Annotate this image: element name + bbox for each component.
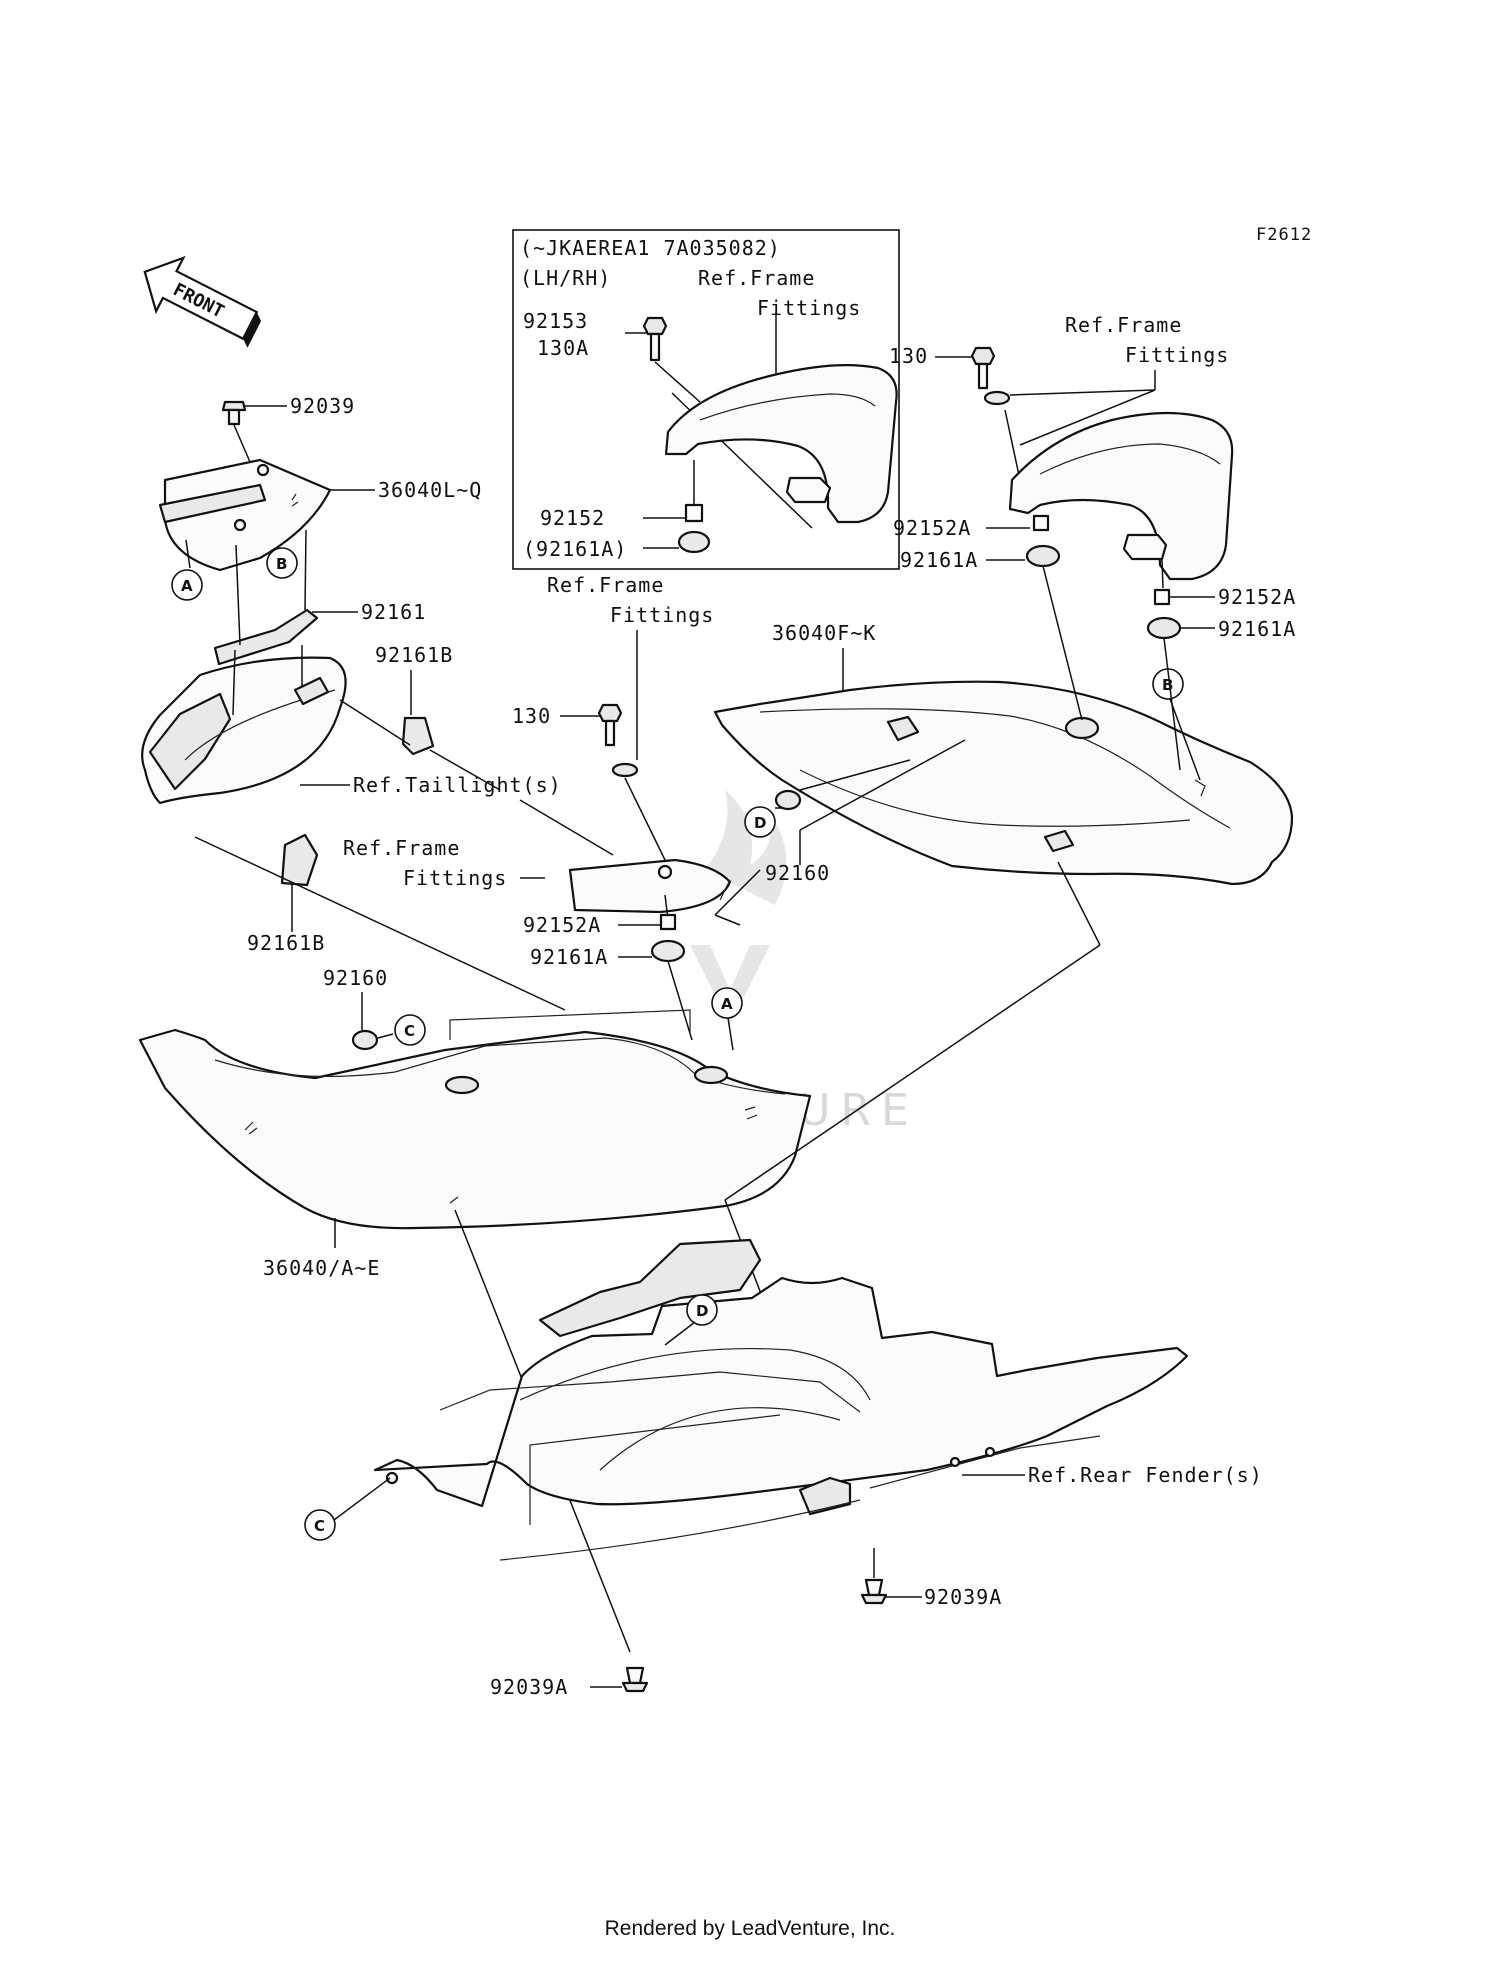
inset-side-note: (LH/RH)	[520, 266, 611, 290]
callout-C-lower-label: C	[314, 1517, 325, 1535]
grommet-92160-left-icon	[351, 1029, 379, 1051]
label-92160-left: 92160	[323, 966, 388, 990]
part-92161B-top	[401, 716, 435, 756]
front-arrow-icon: FRONT	[143, 255, 262, 348]
watermark-v-icon	[690, 945, 770, 1025]
label-ref-frame-mid-1: Ref.Frame	[343, 836, 460, 860]
inset-ref-frame-line1: Ref.Frame	[698, 266, 815, 290]
label-92152A-right2: 92152A	[1218, 585, 1296, 609]
callout-C-mid	[394, 1014, 426, 1046]
label-36040LQ: 36040L~Q	[378, 478, 482, 502]
label-36040AE: 36040/A~E	[263, 1256, 380, 1280]
inset-part-130A: 130A	[537, 336, 589, 360]
callout-D-lower	[686, 1294, 718, 1326]
washer-right-icon	[983, 390, 1011, 406]
part-grab-rail-right	[1008, 411, 1234, 581]
inset-part-92161A: (92161A)	[523, 537, 627, 561]
label-92161A-right2: 92161A	[1218, 617, 1296, 641]
inset-grommet-icon	[677, 530, 711, 554]
callout-B-upper-left-label: B	[276, 555, 287, 573]
callout-C-lower	[304, 1509, 336, 1541]
inset-grab-rail	[664, 363, 898, 524]
grommet-92161A-right1-icon	[1025, 544, 1061, 568]
label-92152A-center: 92152A	[523, 913, 601, 937]
inset-ref-frame-line2: Fittings	[757, 296, 861, 320]
inset-bolt-icon	[642, 316, 668, 362]
part-frame-fitting-center	[568, 858, 732, 914]
bolt-130-center-icon	[597, 703, 623, 747]
footer-credit: Rendered by LeadVenture, Inc.	[604, 1917, 896, 1940]
collar-92152A-right1-icon	[1032, 514, 1050, 532]
label-92039A-right: 92039A	[924, 1585, 1002, 1609]
label-ref-frame-center-2: Fittings	[610, 603, 714, 627]
label-ref-frame-right-2: Fittings	[1125, 343, 1229, 367]
washer-center-icon	[611, 762, 639, 778]
clip-92039A-right-icon	[860, 1578, 888, 1605]
label-92161B-top: 92161B	[375, 643, 453, 667]
label-92161B-bottom: 92161B	[247, 931, 325, 955]
callout-A-upper-left	[171, 569, 203, 601]
label-92039: 92039	[290, 394, 355, 418]
callout-D-upper	[744, 806, 776, 838]
label-92039A-left: 92039A	[490, 1675, 568, 1699]
part-36040AE-side-cover	[138, 1009, 812, 1230]
inset-box: (~JKAEREA1 7A035082) (LH/RH) Ref.Frame F…	[512, 229, 900, 570]
callout-B-right-label: B	[1162, 676, 1173, 694]
part-92161B-bottom	[280, 833, 319, 887]
label-92152A-right1: 92152A	[893, 516, 971, 540]
clip-92039A-left-icon	[621, 1666, 649, 1693]
callout-D-lower-label: D	[696, 1302, 708, 1320]
inset-collar-icon	[684, 503, 704, 523]
label-92161A-right1: 92161A	[900, 548, 978, 572]
part-taillight-housing	[141, 656, 347, 805]
callout-D-upper-label: D	[754, 814, 766, 832]
callout-C-mid-label: C	[404, 1022, 415, 1040]
inset-serial-note: (~JKAEREA1 7A035082)	[520, 236, 781, 260]
callout-A-upper-left-label: A	[181, 577, 193, 595]
label-ref-taillight: Ref.Taillight(s)	[353, 773, 562, 797]
callout-B-upper-left	[266, 547, 298, 579]
label-36040FK: 36040F~K	[772, 621, 876, 645]
figure-code: F2612	[1256, 225, 1312, 245]
grommet-92161A-right2-icon	[1146, 616, 1182, 640]
label-92161: 92161	[361, 600, 426, 624]
collar-92152A-right2-icon	[1153, 588, 1171, 606]
screw-92039-icon	[221, 400, 247, 426]
label-130-right: 130	[889, 344, 928, 368]
part-36040LQ	[158, 458, 332, 572]
label-ref-frame-mid-2: Fittings	[403, 866, 507, 890]
callout-A-center	[711, 987, 743, 1019]
part-rear-fender	[373, 1238, 1189, 1561]
label-130-center: 130	[512, 704, 551, 728]
label-92161A-center: 92161A	[530, 945, 608, 969]
part-92161	[213, 608, 319, 666]
label-ref-frame-center-1: Ref.Frame	[547, 573, 664, 597]
bolt-130-right-icon	[970, 346, 996, 390]
label-92160-right: 92160	[765, 861, 830, 885]
inset-part-92152: 92152	[540, 506, 605, 530]
collar-92152A-center-icon	[659, 913, 677, 931]
callout-A-center-label: A	[721, 995, 733, 1013]
part-36040FK-side-cover	[713, 680, 1294, 886]
label-ref-rear-fender: Ref.Rear Fender(s)	[1028, 1463, 1263, 1487]
inset-frame	[512, 229, 900, 570]
grommet-92160-right-icon	[774, 789, 802, 811]
label-ref-frame-right-1: Ref.Frame	[1065, 313, 1182, 337]
grommet-92161A-center-icon	[650, 939, 686, 963]
inset-part-92153: 92153	[523, 309, 588, 333]
